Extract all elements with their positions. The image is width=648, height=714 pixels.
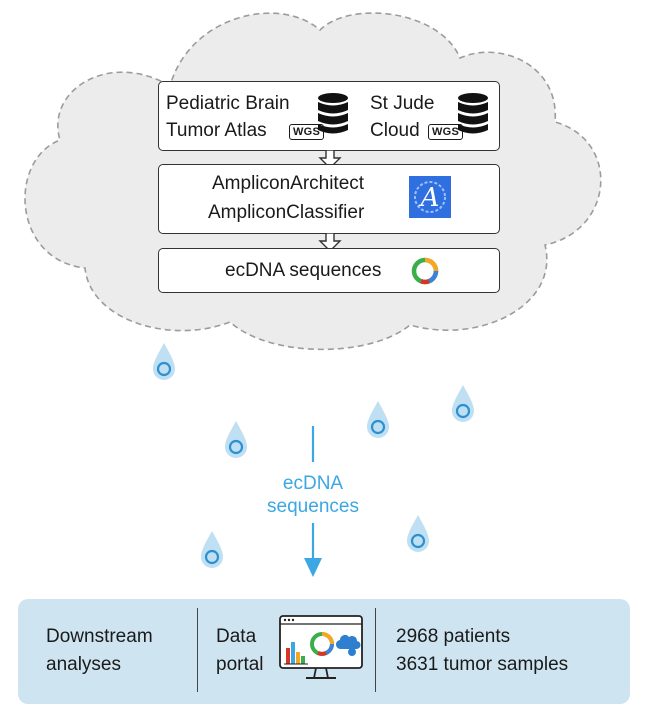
water-droplet-icon xyxy=(407,515,429,552)
water-droplet-icon xyxy=(153,343,175,380)
water-droplet-icon xyxy=(201,531,223,568)
database-icon xyxy=(318,93,348,134)
rain-arrow-head-icon xyxy=(304,558,322,577)
downstream-line1: Downstream xyxy=(46,626,153,647)
panel-divider xyxy=(375,608,377,692)
data-portal-line1: Data xyxy=(216,626,257,647)
flow-arrow-down-icon xyxy=(318,150,342,169)
ecdna-output-label: ecDNA sequences xyxy=(225,260,382,281)
data-portal-line2: portal xyxy=(216,654,264,675)
water-droplet-icon xyxy=(367,401,389,438)
patient-count: 2968 patients xyxy=(396,626,511,647)
amplicon-architect-logo: A xyxy=(409,176,451,218)
water-droplet-icon xyxy=(225,421,247,458)
source-right-line2: Cloud xyxy=(370,120,420,141)
rain-label-line2: sequences xyxy=(267,496,359,517)
flow-arrow-down-icon xyxy=(318,233,342,252)
source-right-line1: St Jude xyxy=(370,93,435,114)
water-droplet-icon xyxy=(452,385,474,422)
data-portal-monitor-icon xyxy=(279,615,363,679)
rain-label-line1: ecDNA xyxy=(282,473,344,494)
downstream-line2: analyses xyxy=(46,654,121,675)
database-icon xyxy=(458,93,488,134)
ecdna-output-box xyxy=(158,248,500,293)
tool-amplicon-architect: AmpliconArchitect xyxy=(212,173,365,194)
source-left-line2: Tumor Atlas xyxy=(166,120,267,141)
source-left-line1: Pediatric Brain xyxy=(166,93,290,114)
tumor-sample-count: 3631 tumor samples xyxy=(396,654,569,675)
ecdna-ring-icon xyxy=(411,257,439,285)
tool-amplicon-classifier: AmpliconClassifier xyxy=(208,202,365,223)
wgs-badge-right: WGS xyxy=(428,124,464,140)
panel-divider xyxy=(197,608,199,692)
svg-text:A: A xyxy=(419,183,440,213)
